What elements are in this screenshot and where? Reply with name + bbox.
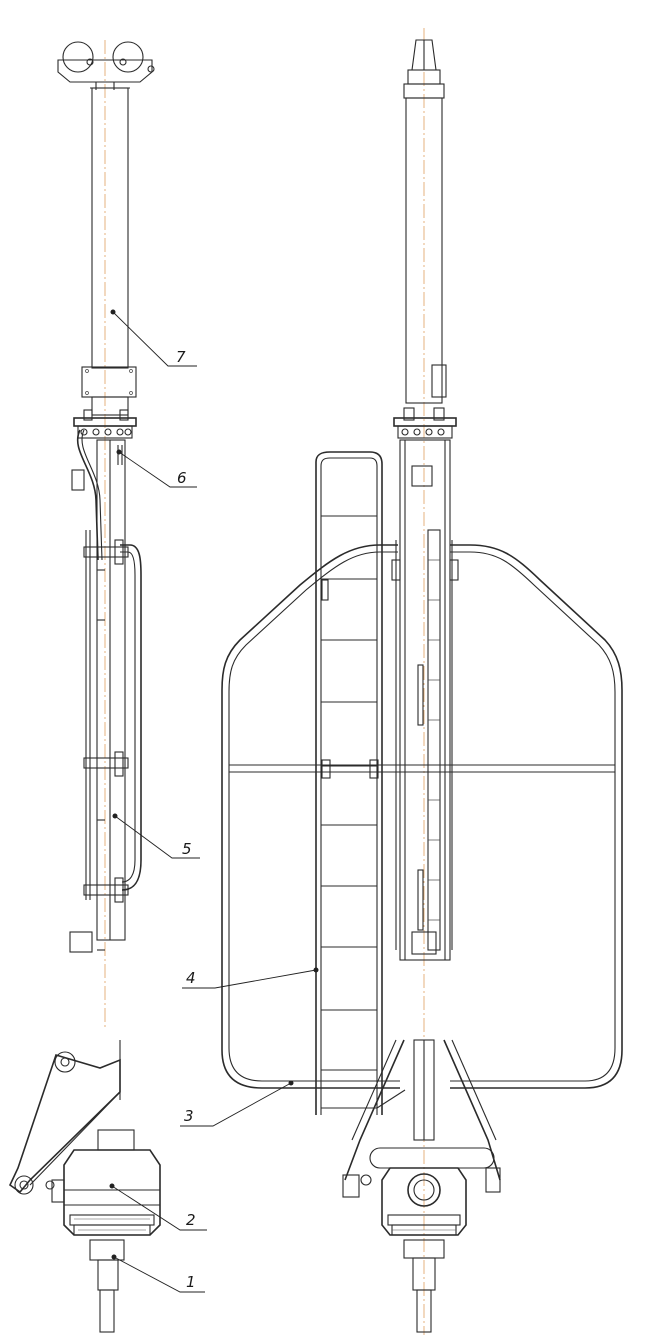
callout-2-label: 2 bbox=[186, 1211, 196, 1229]
main-cylinder bbox=[69, 439, 142, 953]
output-shaft-front bbox=[403, 1239, 445, 1333]
callout-7-label: 7 bbox=[176, 348, 186, 366]
callout-4-label: 4 bbox=[186, 969, 196, 987]
gearbox-front bbox=[381, 1167, 467, 1236]
side-view bbox=[8, 40, 161, 1333]
upper-tube-front bbox=[405, 97, 443, 404]
flange-front bbox=[393, 407, 457, 439]
support-arm bbox=[8, 1040, 121, 1195]
callout-6-label: 6 bbox=[177, 469, 187, 487]
front-view bbox=[221, 28, 623, 1335]
callout-6: 6 bbox=[116, 449, 197, 488]
callout-2: 2 bbox=[109, 1183, 207, 1231]
callout-3-label: 3 bbox=[184, 1107, 194, 1125]
callout-1: 1 bbox=[111, 1254, 205, 1293]
main-body-front bbox=[391, 439, 459, 961]
callout-5-label: 5 bbox=[182, 840, 192, 858]
callout-5: 5 bbox=[112, 813, 200, 859]
flange bbox=[73, 409, 137, 465]
ladder bbox=[315, 451, 406, 1115]
callout-3: 3 bbox=[180, 1080, 294, 1127]
callout-7: 7 bbox=[110, 309, 197, 367]
upper-tube bbox=[81, 87, 137, 416]
gearbox bbox=[51, 1129, 161, 1236]
callout-4: 4 bbox=[182, 967, 319, 989]
output-shaft bbox=[89, 1239, 125, 1333]
callout-1-label: 1 bbox=[186, 1273, 196, 1291]
hydraulic-hose bbox=[76, 429, 99, 561]
guard-rail bbox=[221, 544, 623, 1089]
top-pulley-bracket bbox=[57, 41, 155, 90]
